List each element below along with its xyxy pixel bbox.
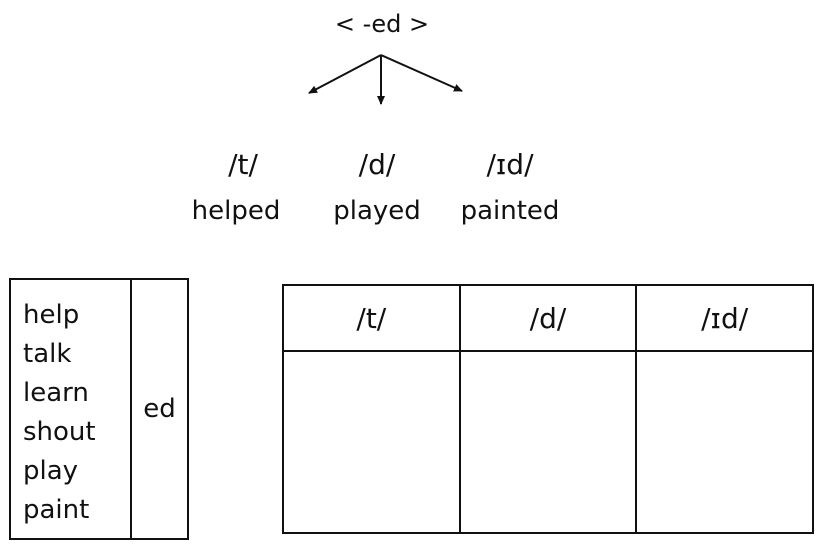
branch-sound-d: /d/: [358, 148, 396, 181]
branch-example-helped: helped: [191, 196, 281, 226]
list-item: paint: [23, 495, 90, 525]
word-table: help talk learn shout play paint ed: [9, 278, 189, 540]
arrow-left: [308, 54, 382, 94]
answer-cell-d[interactable]: [458, 350, 638, 534]
list-item: shout: [23, 417, 96, 447]
branch-example-played: played: [333, 196, 421, 226]
table-row: [282, 350, 814, 534]
list-item: learn: [23, 378, 89, 408]
root-suffix-label: < -ed >: [334, 10, 430, 38]
list-item: play: [23, 456, 79, 486]
column-header-d: /d/: [458, 284, 638, 352]
list-item: help: [23, 300, 80, 330]
suffix-cell: ed: [143, 394, 176, 424]
branch-example-painted: painted: [460, 196, 560, 226]
column-header-t: /t/: [282, 284, 461, 352]
table-header-row: /t/ /d/ /ɪd/: [282, 284, 814, 352]
list-item: talk: [23, 339, 72, 369]
base-word-list: help talk learn shout play paint: [11, 280, 132, 538]
branch-sound-id: /ɪd/: [486, 148, 534, 181]
answer-cell-t[interactable]: [282, 350, 461, 534]
column-header-id: /ɪd/: [635, 284, 814, 352]
branch-sound-t: /t/: [228, 148, 258, 181]
branch-arrows: [308, 54, 463, 105]
sorting-table: /t/ /d/ /ɪd/: [282, 284, 814, 534]
arrow-right: [380, 54, 463, 92]
answer-cell-id[interactable]: [635, 350, 814, 534]
